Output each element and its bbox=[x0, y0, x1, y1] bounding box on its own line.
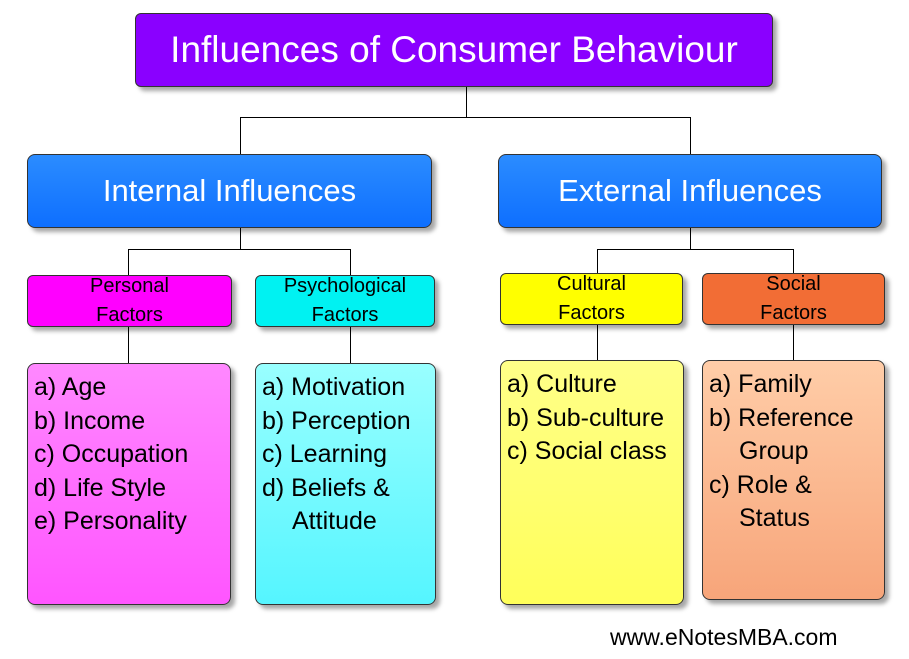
social-factors-label-line2: Factors bbox=[760, 302, 827, 324]
psychological-factors-list: a) Motivation b) Perception c) Learning … bbox=[255, 363, 436, 605]
internal-influences-box: Internal Influences bbox=[27, 154, 432, 228]
psychological-factors-label-line2: Factors bbox=[311, 304, 379, 326]
cultural-factors-list: a) Culture b) Sub-culture c) Social clas… bbox=[500, 360, 684, 605]
list-item: c) Learning bbox=[262, 440, 388, 468]
list-item: Attitude bbox=[292, 507, 377, 535]
external-influences-box: External Influences bbox=[498, 154, 882, 228]
connector-external-horizontal bbox=[597, 249, 794, 250]
internal-influences-label: Internal Influences bbox=[102, 173, 357, 208]
connector-cultural-list bbox=[597, 325, 598, 360]
connector-to-social bbox=[793, 249, 794, 273]
connector-to-cultural bbox=[597, 249, 598, 273]
list-item: e) Personality bbox=[34, 507, 187, 535]
connector-social-list bbox=[793, 325, 794, 360]
cultural-factors-label-line1: Cultural bbox=[557, 273, 626, 295]
psychological-factors-label-line1: Psychological bbox=[283, 275, 407, 297]
connector-title-down bbox=[466, 87, 467, 117]
personal-factors-box: Personal Factors bbox=[27, 275, 232, 327]
list-item: b) Sub-culture bbox=[507, 403, 665, 432]
connector-to-psychological bbox=[350, 249, 351, 275]
connector-personal-list bbox=[128, 327, 129, 363]
list-item: c) Occupation bbox=[34, 440, 189, 468]
list-item: a) Age bbox=[34, 373, 107, 401]
connector-to-external bbox=[690, 117, 691, 154]
connector-internal-down bbox=[240, 228, 241, 249]
social-factors-box: Social Factors bbox=[702, 273, 885, 325]
personal-factors-list: a) Age b) Income c) Occupation d) Life S… bbox=[27, 363, 231, 605]
cultural-factors-label-line2: Factors bbox=[558, 302, 625, 324]
list-item: Group bbox=[739, 437, 809, 465]
social-factors-label-line1: Social bbox=[766, 273, 821, 295]
list-item: c) Role & bbox=[709, 470, 812, 499]
connector-internal-horizontal bbox=[128, 249, 351, 250]
cultural-factors-box: Cultural Factors bbox=[500, 273, 683, 325]
external-influences-label: External Influences bbox=[558, 173, 822, 208]
personal-factors-label-line2: Factors bbox=[96, 304, 163, 326]
list-item: b) Income bbox=[34, 406, 146, 435]
list-item: d) Life Style bbox=[34, 473, 167, 502]
social-factors-list: a) Family b) Reference Group c) Role & S… bbox=[702, 360, 885, 600]
list-item: a) Motivation bbox=[262, 373, 406, 401]
connector-external-down bbox=[690, 228, 691, 249]
list-item: c) Social class bbox=[507, 437, 667, 465]
connector-title-horizontal bbox=[240, 117, 691, 118]
connector-psychological-list bbox=[350, 327, 351, 363]
psychological-factors-box: Psychological Factors bbox=[255, 275, 435, 327]
list-item: Status bbox=[739, 504, 810, 532]
title-box: Influences of Consumer Behaviour bbox=[135, 13, 773, 87]
connector-to-personal bbox=[128, 249, 129, 275]
list-item: a) Culture bbox=[507, 370, 617, 398]
list-item: b) Reference bbox=[709, 403, 854, 432]
list-item: d) Beliefs & bbox=[262, 473, 390, 502]
diagram-title: Influences of Consumer Behaviour bbox=[170, 29, 738, 70]
list-item: b) Perception bbox=[262, 406, 411, 435]
footer-url: www.eNotesMBA.com bbox=[610, 624, 838, 650]
list-item: a) Family bbox=[709, 370, 812, 398]
personal-factors-label-line1: Personal bbox=[90, 275, 169, 297]
connector-to-internal bbox=[240, 117, 241, 154]
